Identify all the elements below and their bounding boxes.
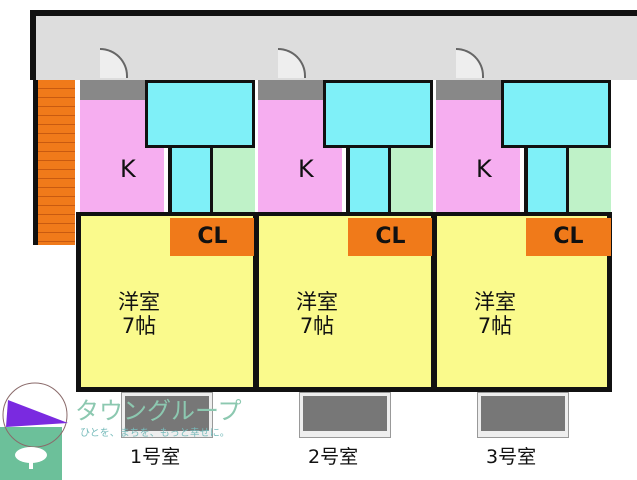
kitchen-label: K <box>476 155 492 183</box>
entrance <box>436 80 504 102</box>
entrance-door <box>100 48 128 78</box>
staircase <box>33 80 75 245</box>
washroom <box>168 148 210 214</box>
entrance <box>258 80 326 102</box>
western-room <box>432 212 612 392</box>
balcony <box>121 392 213 438</box>
washroom-toilet <box>501 80 611 148</box>
room-type: 洋室 <box>296 290 338 314</box>
closet-label: CL <box>170 218 255 256</box>
balcony <box>299 392 391 438</box>
entrance <box>80 80 148 102</box>
washroom <box>524 148 566 214</box>
common-corridor <box>30 10 637 80</box>
compass-logo-icon <box>0 382 68 480</box>
room-type: 洋室 <box>474 290 516 314</box>
room-size: 7帖 <box>299 314 335 338</box>
bathtub-icon <box>388 148 433 214</box>
watermark-tagline: ひとを、まちを、もっと幸せに。 <box>80 428 230 439</box>
room-size: 7帖 <box>477 314 513 338</box>
bathtub-icon <box>210 148 255 214</box>
balcony <box>477 392 569 438</box>
entrance-door <box>278 48 306 78</box>
kitchen-label: K <box>120 155 136 183</box>
unit-number: 2号室 <box>308 446 359 468</box>
entrance-door <box>456 48 484 78</box>
unit-number: 1号室 <box>130 446 181 468</box>
closet-label: CL <box>526 218 611 256</box>
closet-label: CL <box>348 218 433 256</box>
kitchen-label: K <box>298 155 314 183</box>
room-size: 7帖 <box>121 314 157 338</box>
washroom <box>346 148 388 214</box>
bathtub-icon <box>566 148 611 214</box>
watermark-brand: タウングループ <box>75 397 242 425</box>
unit-number: 3号室 <box>486 446 537 468</box>
washroom-toilet <box>323 80 433 148</box>
room-type: 洋室 <box>118 290 160 314</box>
washroom-toilet <box>145 80 255 148</box>
